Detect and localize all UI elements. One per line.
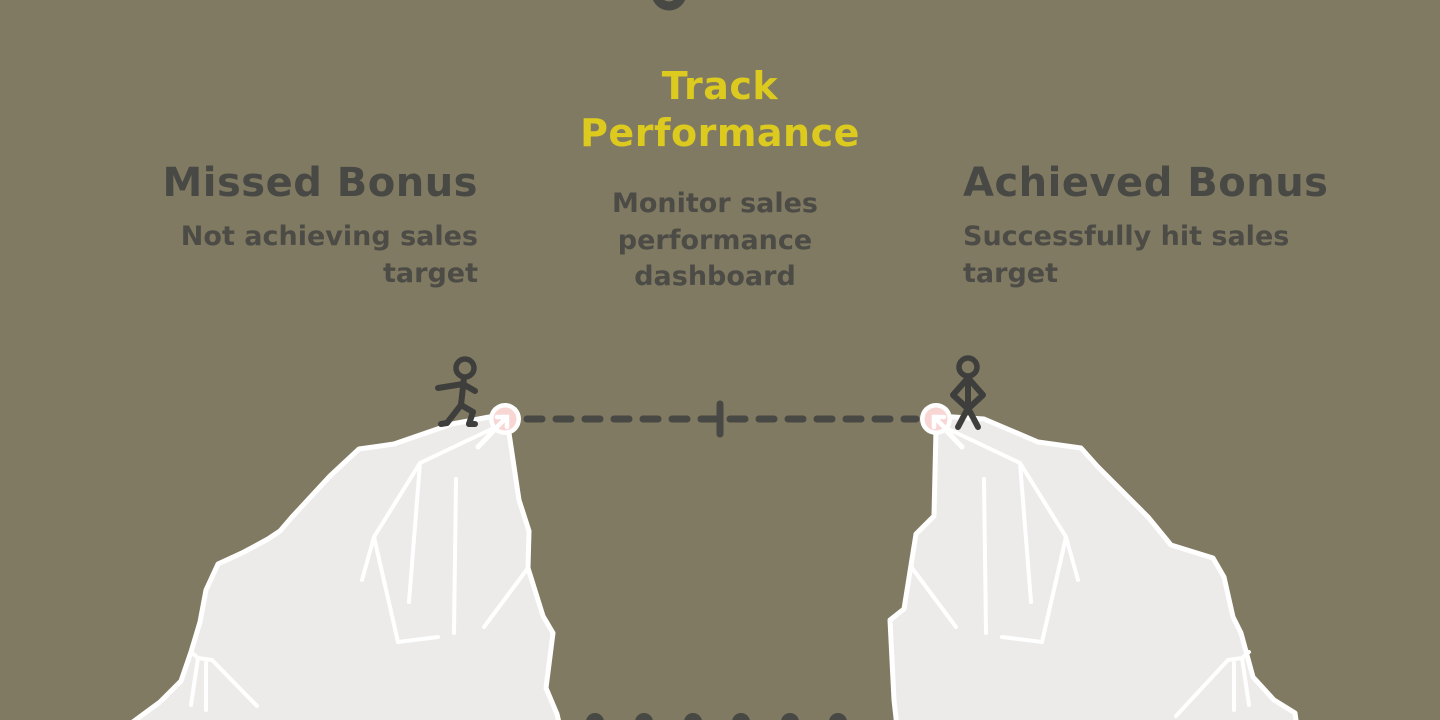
center-subtitle-line-3: dashboard [634,261,796,293]
missed-bonus-title: Missed Bonus [162,160,478,206]
achieved-bonus-desc-line-1: Successfully hit sales [963,221,1290,252]
center-title: Track Performance [510,63,930,156]
truncated-title-glyph-icon [653,0,685,11]
dashed-connector [523,400,920,438]
achieved-bonus-block: Achieved Bonus Successfully hit sales ta… [963,161,1383,293]
center-title-line-2: Performance [580,110,860,155]
achieved-bonus-title: Achieved Bonus [963,160,1329,206]
center-subtitle-line-2: performance [617,224,813,256]
missed-bonus-description: Not achieving sales target [58,219,478,293]
center-title-line-1: Track [661,64,779,108]
missed-bonus-block: Missed Bonus Not achieving sales target [58,161,478,293]
stick-figure-standing-icon [950,355,986,430]
right-cliff [887,413,1299,720]
bottom-dotted-path [586,713,847,720]
achieved-bonus-desc-line-2: target [963,257,1058,289]
achieved-bonus-description: Successfully hit sales target [963,219,1383,293]
center-subtitle: Monitor sales performance dashboard [565,186,865,296]
left-cliff [131,411,561,720]
pink-target-point-icon-right [920,403,965,450]
pink-target-point-icon-left [475,403,521,450]
stick-figure-walking-icon [435,356,478,427]
center-subtitle-line-1: Monitor sales [612,188,818,219]
missed-bonus-desc-line-1: Not achieving sales [180,221,478,252]
missed-bonus-desc-line-2: target [383,257,478,289]
